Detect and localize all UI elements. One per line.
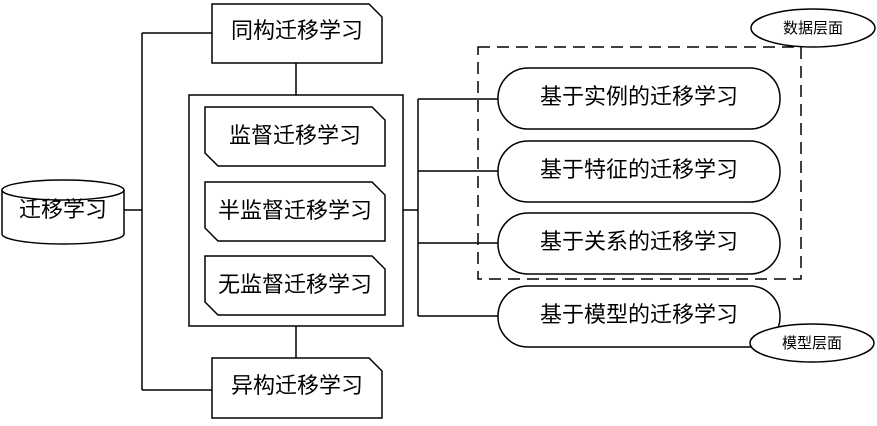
- homogeneous-label: 同构迁移学习: [230, 19, 363, 44]
- supervision-label-semi-supervised: 半监督迁移学习: [217, 199, 372, 224]
- data-level-region: [477, 46, 802, 280]
- method-label-instance: 基于实例的迁移学习: [539, 85, 738, 110]
- supervision-label-supervised: 监督迁移学习: [228, 124, 361, 149]
- method-box: [497, 285, 781, 348]
- model-level-label: 模型层面: [781, 333, 842, 352]
- method-label-relation: 基于关系的迁移学习: [539, 230, 738, 255]
- supervision-card: [204, 181, 386, 242]
- supervision-card: [204, 255, 386, 316]
- method-box: [497, 140, 781, 203]
- supervision-label-unsupervised: 无监督迁移学习: [217, 273, 372, 298]
- connector-root-trunk: [124, 32, 212, 391]
- heterogeneous-box: [211, 357, 383, 419]
- method-box: [497, 67, 781, 130]
- method-box: [497, 212, 781, 275]
- homogeneous-box: [211, 3, 383, 64]
- heterogeneous-label: 异构迁移学习: [230, 374, 363, 399]
- method-label-model: 基于模型的迁移学习: [539, 303, 738, 328]
- root-label: 迁移学习: [18, 198, 107, 223]
- data-level-label: 数据层面: [782, 18, 843, 37]
- root-cylinder: [1, 179, 125, 245]
- connector-container-methods: [403, 98, 498, 317]
- data-level-ellipse: [750, 8, 876, 48]
- supervision-card: [204, 106, 386, 167]
- method-label-feature: 基于特征的迁移学习: [539, 158, 738, 183]
- model-level-ellipse: [749, 323, 875, 363]
